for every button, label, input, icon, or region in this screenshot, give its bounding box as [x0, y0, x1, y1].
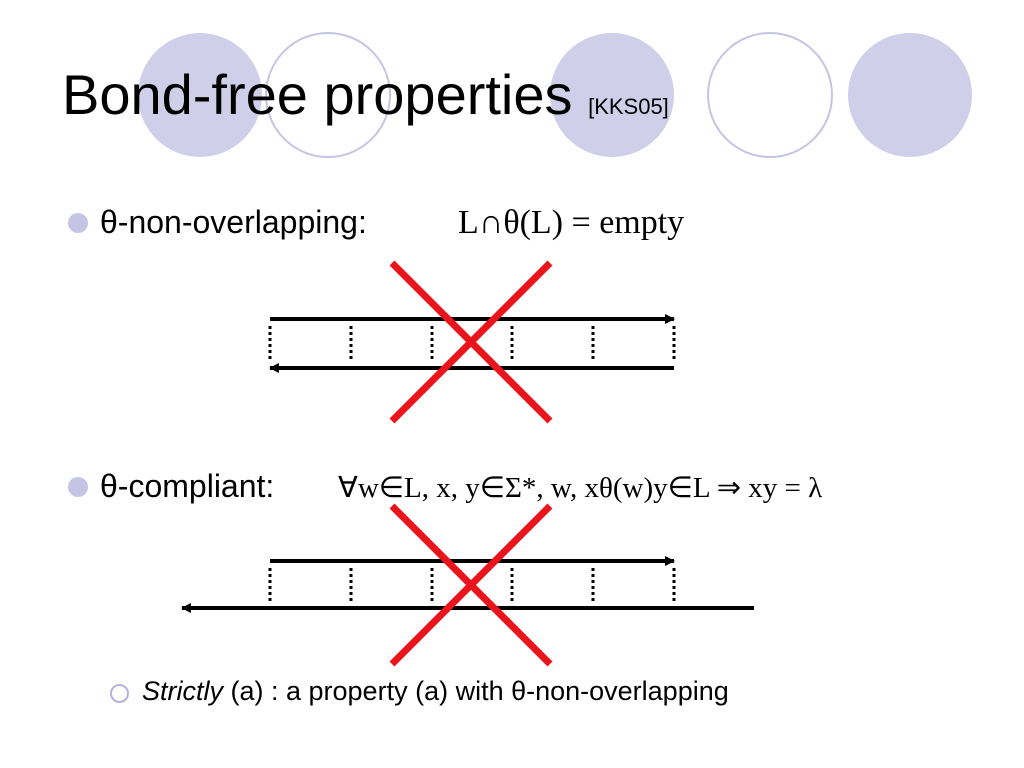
circle-filled-2	[550, 33, 674, 157]
circle-outline-2	[707, 32, 833, 158]
sub-bullet-italic: Strictly	[142, 676, 223, 706]
title-reference: [KKS05]	[588, 94, 669, 119]
circle-filled-3	[848, 33, 972, 157]
sub-bullet-icon	[110, 684, 129, 703]
sub-bullet-rest: (a) : a property (a) with θ-non-overlapp…	[223, 676, 729, 706]
sub-bullet-text: Strictly (a) : a property (a) with θ-non…	[142, 676, 729, 707]
circle-filled-1	[138, 33, 262, 157]
red-cross-2	[389, 503, 553, 667]
decorative-circles	[138, 32, 972, 158]
red-cross-1	[389, 260, 553, 424]
slide-title: Bond-free properties [KKS05]	[62, 62, 669, 127]
bullet-2-formula: ∀w∈L, x, y∈Σ*, w, xθ(w)y∈L ⇒ xy = λ	[338, 472, 823, 504]
title-main: Bond-free properties	[62, 63, 573, 126]
bullet-icon	[68, 213, 88, 233]
bullet-icon	[68, 477, 88, 497]
bullet-2-label: θ-compliant:	[100, 468, 275, 504]
bullet-1-formula: L∩θ(L) = empty	[458, 204, 685, 241]
bullet-1-label: θ-non-overlapping:	[100, 204, 367, 240]
circle-outline-1	[265, 32, 391, 158]
